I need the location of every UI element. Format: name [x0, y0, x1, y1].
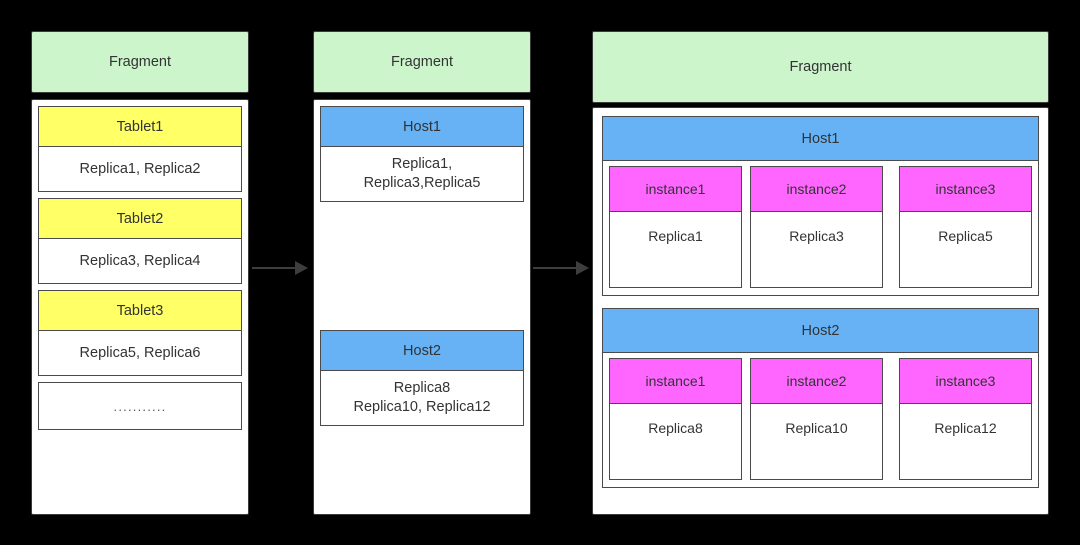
instances-row: instance1 Replica8 instance2 Replica10: [603, 353, 1038, 487]
instance-replica-label: Replica3: [789, 227, 844, 244]
host-replicas-text: Replica1, Replica3,Replica5: [363, 156, 481, 191]
tablet-group[interactable]: Tablet2 Replica3, Replica4: [38, 198, 242, 284]
tablet-header: Tablet3: [39, 291, 241, 331]
tablet-label: Tablet1: [116, 118, 164, 135]
instance-replica-label: Replica8: [648, 419, 703, 436]
instance-replica: Replica12: [900, 404, 1031, 451]
host-label: Host2: [403, 342, 441, 359]
instance-replica: Replica10: [751, 404, 882, 451]
host-replicas: Replica1, Replica3,Replica5: [321, 147, 523, 201]
column-host-view: Fragment Host1 Replica1, Replica3,Replic…: [313, 31, 531, 515]
instance-header: instance3: [900, 167, 1031, 212]
flow-arrow-tablet-to-host: [252, 261, 308, 275]
host-header: Host1: [321, 107, 523, 147]
instance-block[interactable]: instance3 Replica5: [899, 166, 1032, 288]
host-label: Host1: [403, 118, 441, 135]
tablet-replicas: Replica5, Replica6: [39, 331, 241, 375]
instance-replica: Replica3: [751, 212, 882, 259]
fragment-header-host-view: Fragment: [313, 31, 531, 93]
host-replicas-text: Replica8 Replica10, Replica12: [353, 380, 491, 415]
host-replicas: Replica8 Replica10, Replica12: [321, 371, 523, 425]
host-group[interactable]: Host1 Replica1, Replica3,Replica5: [320, 106, 524, 202]
fragment-label: Fragment: [789, 58, 852, 75]
arrow-head-icon: [576, 261, 589, 275]
host-block[interactable]: Host2 instance1 Replica8 instance2: [602, 308, 1039, 488]
tablet-list-container: Tablet1 Replica1, Replica2 Tablet2 Repli…: [31, 99, 249, 515]
host-spacer: [320, 202, 524, 330]
instance-label: instance1: [645, 181, 706, 197]
instance-replica-label: Replica5: [938, 227, 993, 244]
instance-block[interactable]: instance2 Replica10: [750, 358, 883, 480]
tablet-ellipsis-box: ...........: [38, 382, 242, 430]
instance-replica-label: Replica1: [648, 227, 703, 244]
instance-header: instance2: [751, 359, 882, 404]
tablet-label: Tablet2: [116, 210, 164, 227]
tablet-group[interactable]: Tablet1 Replica1, Replica2: [38, 106, 242, 192]
instance-block[interactable]: instance3 Replica12: [899, 358, 1032, 480]
instance-hosts-container: Host1 instance1 Replica1 instance2: [592, 107, 1049, 515]
instance-label: instance3: [935, 373, 996, 389]
tablet-header: Tablet1: [39, 107, 241, 147]
host-header: Host1: [603, 117, 1038, 161]
host-group[interactable]: Host2 Replica8 Replica10, Replica12: [320, 330, 524, 426]
tablet-replicas-text: Replica1, Replica2: [79, 160, 201, 177]
tablet-replicas: Replica1, Replica2: [39, 147, 241, 191]
instance-block[interactable]: instance1 Replica8: [609, 358, 742, 480]
tablet-replicas-text: Replica5, Replica6: [79, 344, 201, 361]
tablet-header: Tablet2: [39, 199, 241, 239]
tablet-replicas-text: Replica3, Replica4: [79, 252, 201, 269]
instance-replica-label: Replica12: [934, 419, 997, 436]
instance-block[interactable]: instance1 Replica1: [609, 166, 742, 288]
instances-row: instance1 Replica1 instance2 Replica3: [603, 161, 1038, 295]
instance-header: instance1: [610, 167, 741, 212]
arrow-line: [533, 267, 577, 270]
instance-header: instance3: [900, 359, 1031, 404]
host-label: Host2: [801, 322, 840, 339]
host-block[interactable]: Host1 instance1 Replica1 instance2: [602, 116, 1039, 296]
host-list-container: Host1 Replica1, Replica3,Replica5 Host2 …: [313, 99, 531, 515]
instance-replica: Replica5: [900, 212, 1031, 259]
instance-label: instance3: [935, 181, 996, 197]
tablet-group[interactable]: Tablet3 Replica5, Replica6: [38, 290, 242, 376]
instance-block[interactable]: instance2 Replica3: [750, 166, 883, 288]
column-tablet-view: Fragment Tablet1 Replica1, Replica2 Tabl…: [31, 31, 249, 515]
ellipsis-label: ...........: [113, 398, 167, 414]
fragment-label: Fragment: [390, 53, 454, 70]
instance-header: instance1: [610, 359, 741, 404]
tablet-label: Tablet3: [116, 302, 164, 319]
host-header: Host2: [321, 331, 523, 371]
instance-replica: Replica1: [610, 212, 741, 259]
column-instance-view: Fragment Host1 instance1 Replica1: [592, 31, 1049, 515]
instance-label: instance2: [786, 181, 847, 197]
instance-label: instance2: [786, 373, 847, 389]
arrow-head-icon: [295, 261, 308, 275]
fragment-label: Fragment: [108, 53, 172, 70]
flow-arrow-host-to-instance: [533, 261, 589, 275]
instance-label: instance1: [645, 373, 706, 389]
host-label: Host1: [801, 130, 840, 147]
tablet-replicas: Replica3, Replica4: [39, 239, 241, 283]
instance-replica-label: Replica10: [785, 419, 848, 436]
fragment-header-instance-view: Fragment: [592, 31, 1049, 103]
fragment-header-tablet-view: Fragment: [31, 31, 249, 93]
instance-header: instance2: [751, 167, 882, 212]
instance-replica: Replica8: [610, 404, 741, 451]
arrow-line: [252, 267, 296, 270]
host-header: Host2: [603, 309, 1038, 353]
